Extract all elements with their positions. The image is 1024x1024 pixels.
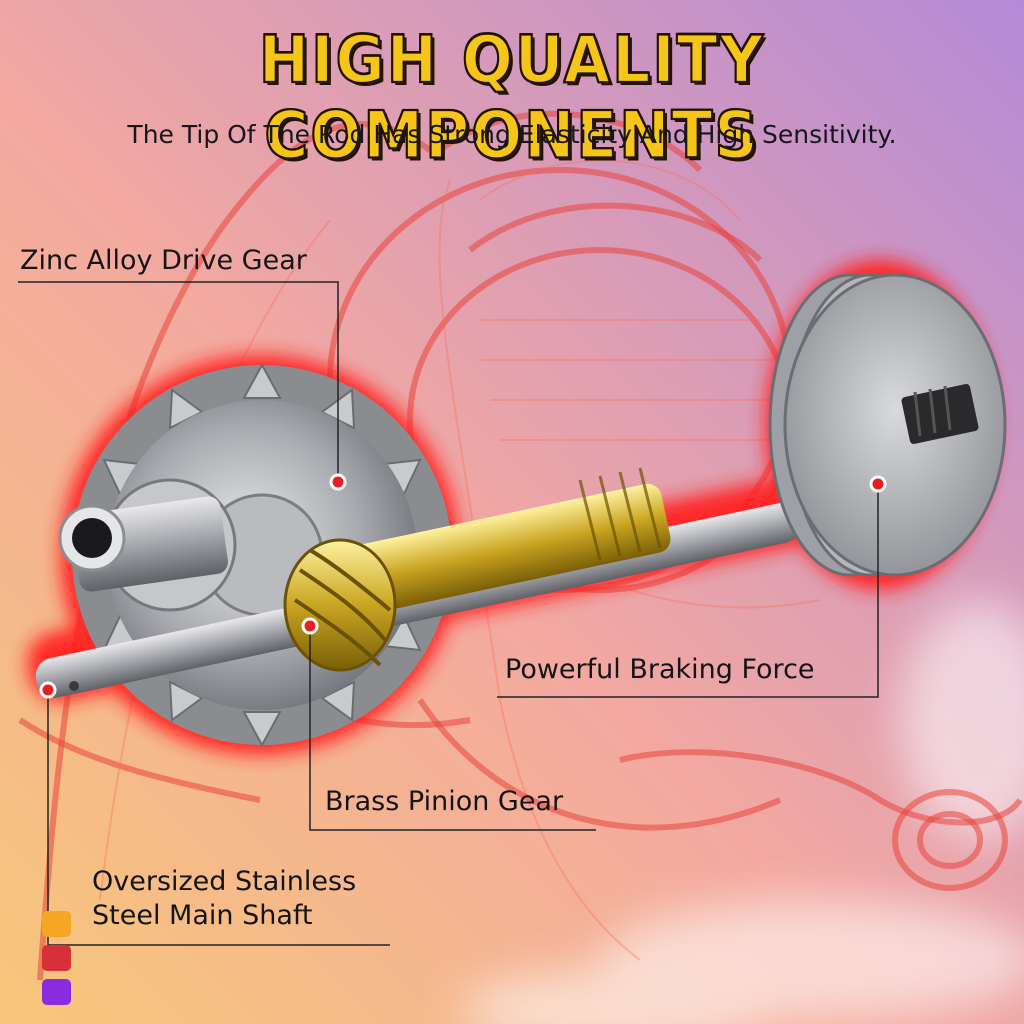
braking-label: Powerful Braking Force	[505, 654, 815, 685]
shaft-label-line1: Oversized Stainless	[92, 866, 357, 897]
headline: HIGH QUALITY COMPONENTS	[258, 21, 766, 174]
drive-gear-label: Zinc Alloy Drive Gear	[20, 245, 307, 276]
shaft-label-line2: Steel Main Shaft	[92, 900, 313, 931]
pinion-marker	[301, 617, 319, 635]
brake-disk	[768, 273, 1007, 577]
orange-swatch[interactable]	[42, 911, 71, 937]
pinion-label: Brass Pinion Gear	[325, 786, 564, 817]
drive-gear-marker	[329, 473, 347, 491]
red-swatch[interactable]	[42, 945, 71, 971]
subtitle: The Tip Of The Rod Has Strong Elasticity…	[127, 120, 897, 149]
braking-marker	[869, 475, 887, 493]
pinion-tube	[58, 478, 237, 612]
shaft-marker	[39, 681, 57, 699]
brass-pinion-gear	[283, 467, 671, 672]
purple-swatch[interactable]	[42, 979, 71, 1005]
